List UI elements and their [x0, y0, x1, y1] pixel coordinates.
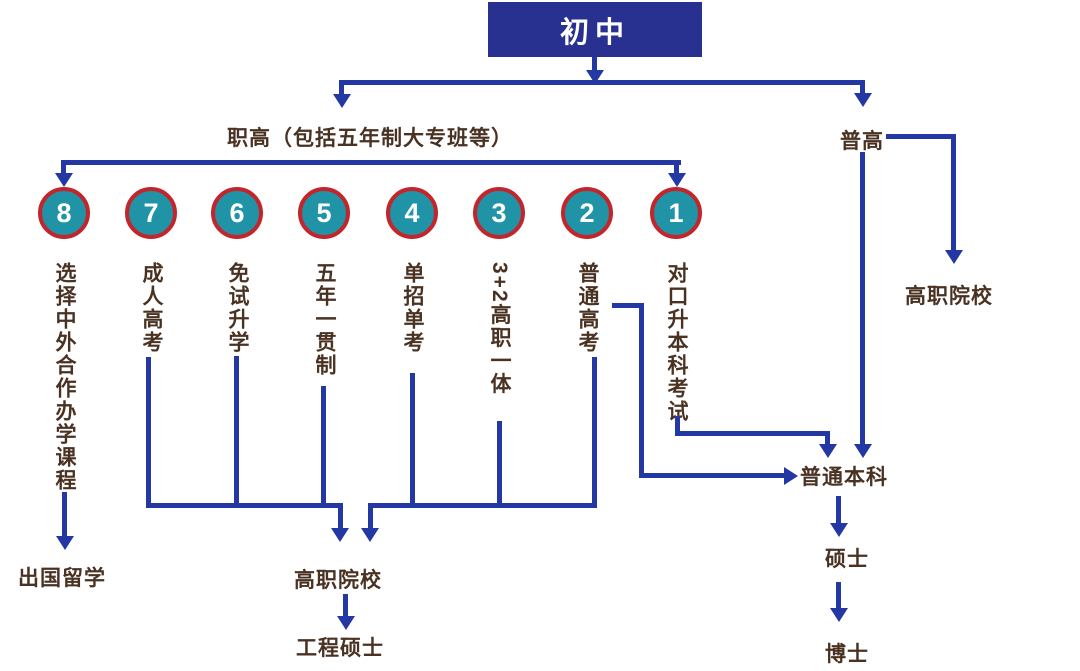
pathway-circle-3: 3	[473, 187, 525, 239]
connector-pathway-1-stub	[675, 416, 680, 436]
pathway-circle-number: 7	[143, 197, 159, 228]
arrow-down-icon	[56, 536, 74, 550]
vocational-high-label: 职高（包括五年制大专班等）	[227, 127, 513, 150]
connector-college-to-engineering-master	[343, 594, 348, 617]
pathway-label-6: 免试升学	[226, 262, 249, 354]
junior-high-box: 初中	[488, 2, 702, 57]
connector-right-collector	[368, 503, 597, 508]
connector-pathway-2-elbow-down	[639, 303, 644, 478]
pathway-label-5: 五年一贯制	[313, 262, 336, 377]
pathway-label-8: 选择中外合作办学课程	[53, 262, 76, 492]
regular-undergraduate-label: 普通本科	[800, 466, 888, 489]
pathway-circle-1: 1	[650, 187, 702, 239]
pathway-circle-number: 5	[316, 197, 332, 228]
connector-top-rail	[341, 80, 865, 85]
arrow-down-icon	[819, 444, 837, 458]
regular-high-label: 普高	[840, 130, 884, 153]
pathway-circle-8: 8	[38, 187, 90, 239]
pathway-circle-2: 2	[561, 187, 613, 239]
pathway-label-3: 3+2高职一体	[488, 262, 511, 396]
connector-rail-to-circle-8	[61, 160, 66, 174]
pathway-circle-number: 2	[579, 197, 595, 228]
connector-right-collector-drop	[368, 503, 373, 529]
arrow-down-icon	[854, 93, 872, 107]
connector-pathway-1-drop	[825, 431, 830, 445]
connector-regular-high-right	[886, 134, 956, 139]
arrow-down-icon	[830, 608, 848, 622]
pathway-circle-number: 6	[229, 197, 245, 228]
connector-rail-to-circle-1	[674, 160, 679, 174]
engineering-master-label: 工程硕士	[296, 637, 384, 660]
pathway-circle-4: 4	[386, 187, 438, 239]
connector-pathway-2-elbow-top	[612, 303, 644, 308]
connector-to-vocational-college-right	[951, 134, 956, 251]
arrow-down-icon	[55, 173, 73, 187]
pathway-circle-number: 4	[404, 197, 420, 228]
pathway-label-4: 单招单考	[401, 262, 424, 354]
arrow-down-icon	[945, 250, 963, 264]
pathway-circle-7: 7	[125, 187, 177, 239]
arrow-down-icon	[830, 523, 848, 537]
arrow-down-icon	[333, 94, 351, 108]
connector-pathway-6-drop	[234, 356, 239, 505]
connector-left-collector-drop	[338, 503, 343, 529]
arrow-down-icon	[854, 444, 872, 458]
pathway-label-2: 普通高考	[576, 262, 599, 354]
connector-vocational-branch	[339, 80, 344, 95]
connector-regular-branch	[860, 80, 865, 94]
pathway-label-1: 对口升本科考试	[665, 262, 688, 423]
study-abroad-label: 出国留学	[18, 567, 106, 590]
connector-pathway-2-to-undergraduate	[639, 473, 785, 478]
arrow-right-icon	[784, 467, 798, 485]
connector-pathway-7-drop	[146, 357, 151, 505]
connector-pathway-5-drop	[321, 386, 326, 505]
doctor-label: 博士	[825, 643, 869, 666]
arrow-down-icon	[668, 173, 686, 187]
master-label: 硕士	[825, 548, 869, 571]
pathway-circle-number: 1	[668, 197, 684, 228]
connector-pathway-2-drop	[592, 357, 597, 505]
connector-undergraduate-to-master	[836, 496, 841, 524]
connector-master-to-doctor	[836, 582, 841, 609]
vocational-college-right-label: 高职院校	[905, 285, 993, 308]
pathway-circle-5: 5	[298, 187, 350, 239]
junior-high-label: 初中	[559, 16, 630, 49]
pathway-circle-6: 6	[211, 187, 263, 239]
pathway-circle-number: 3	[491, 197, 507, 228]
connector-pathway-1-across	[675, 431, 830, 436]
connector-regular-high-to-undergraduate	[860, 152, 865, 445]
connector-pathway-4-drop	[410, 373, 415, 505]
connector-circle-rail	[61, 160, 681, 165]
arrow-down-icon	[361, 528, 379, 542]
connector-left-collector	[146, 503, 343, 508]
connector-pathway-3-drop	[497, 421, 502, 505]
pathway-circle-number: 8	[56, 197, 72, 228]
vocational-college-center-label: 高职院校	[294, 569, 382, 592]
arrow-down-icon	[331, 528, 349, 542]
connector-junior-high-stem	[592, 57, 597, 71]
connector-pathway-8-drop	[62, 492, 67, 537]
arrow-down-icon	[337, 616, 355, 630]
pathway-label-7: 成人高考	[140, 262, 163, 354]
